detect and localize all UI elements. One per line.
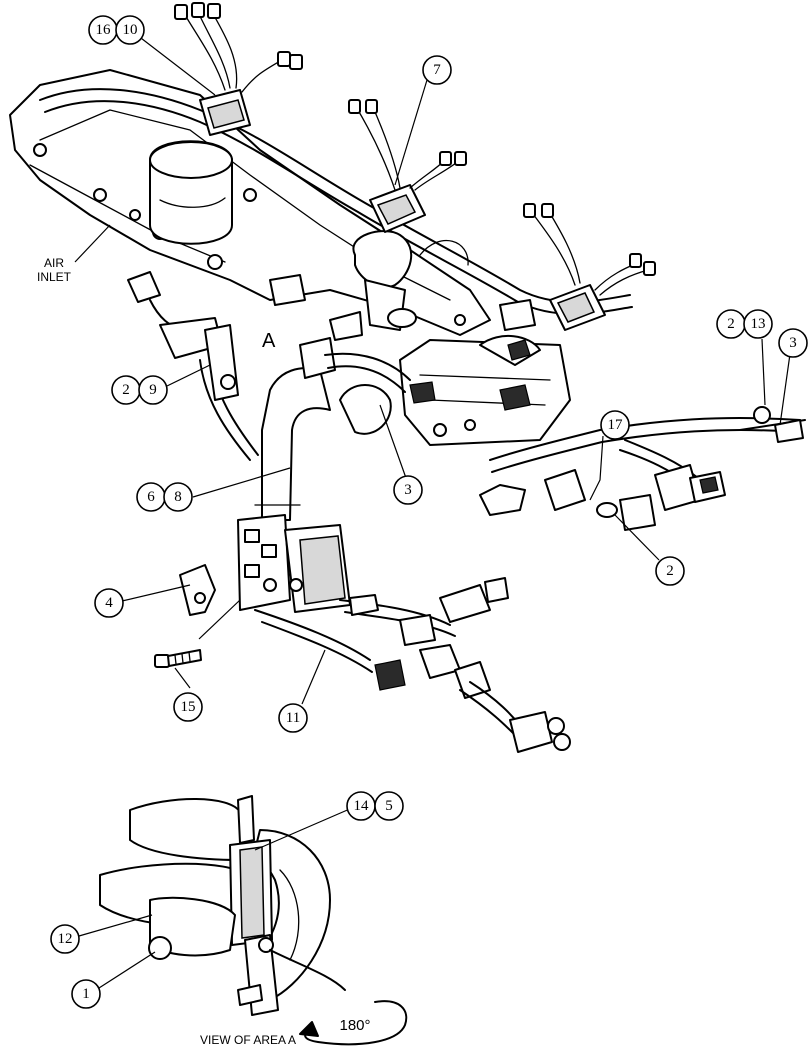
callout-14: 14 (346, 791, 376, 821)
callout-4: 4 (94, 588, 124, 618)
main-harness-trunk (199, 337, 411, 521)
callout-3-center: 3 (393, 475, 423, 505)
lower-harness (254, 577, 571, 753)
svg-text:16: 16 (96, 22, 112, 38)
rotation-label: 180° (339, 1017, 370, 1034)
svg-text:6: 6 (147, 489, 155, 505)
callout-2-right: 2 (716, 309, 746, 339)
svg-text:15: 15 (181, 699, 196, 715)
rotation-arrow-icon (299, 1000, 408, 1046)
callout-2-lower: 2 (655, 556, 685, 586)
area-a-marker: A (262, 330, 276, 352)
connector-cluster-right (499, 203, 656, 331)
svg-text:3: 3 (789, 335, 797, 351)
inlet-elbow (149, 140, 233, 245)
callout-15: 15 (173, 692, 203, 722)
callout-12: 12 (50, 924, 80, 954)
svg-text:3: 3 (404, 482, 412, 498)
air-inlet-label-line1: AIR (44, 256, 64, 270)
svg-text:14: 14 (354, 798, 370, 814)
callout-16: 16 (88, 15, 118, 45)
svg-text:2: 2 (122, 382, 130, 398)
callout-5: 5 (374, 791, 404, 821)
center-connector-housing (399, 334, 571, 446)
callout-11: 11 (278, 703, 308, 733)
air-inlet-label-line2: INLET (37, 270, 72, 284)
callout-2-left: 2 (111, 375, 141, 405)
view-caption: VIEW OF AREA A (200, 1033, 296, 1047)
air-inlet-leader (74, 224, 111, 263)
ecm-module (237, 514, 351, 613)
svg-text:7: 7 (433, 62, 441, 78)
svg-text:10: 10 (123, 22, 138, 38)
svg-text:12: 12 (58, 931, 73, 947)
callout-7: 7 (422, 55, 452, 85)
area-a-detail-view (99, 795, 346, 1016)
right-sub-harness (479, 406, 806, 531)
connector-cluster-upper-center (348, 99, 467, 233)
callout-9: 9 (138, 375, 168, 405)
svg-text:1: 1 (82, 986, 90, 1002)
callout-1: 1 (71, 979, 101, 1009)
callout-13: 13 (743, 309, 773, 339)
callout-17: 17 (600, 410, 630, 440)
svg-text:2: 2 (727, 316, 735, 332)
callout-10: 10 (115, 15, 145, 45)
callout-6: 6 (136, 482, 166, 512)
svg-text:17: 17 (608, 417, 624, 433)
upper-harness-rail (39, 88, 633, 331)
callout-3-right: 3 (778, 328, 808, 358)
leader-lines (78, 34, 791, 989)
svg-text:5: 5 (385, 798, 393, 814)
connector-cluster-upper-left (174, 2, 303, 136)
mounting-bracket (179, 564, 216, 616)
svg-text:4: 4 (105, 595, 113, 611)
svg-text:11: 11 (286, 710, 300, 726)
svg-text:2: 2 (666, 563, 674, 579)
svg-text:9: 9 (149, 382, 157, 398)
svg-text:13: 13 (751, 316, 766, 332)
svg-text:8: 8 (174, 489, 182, 505)
callout-8: 8 (163, 482, 193, 512)
ecm-bolt (154, 649, 202, 668)
sensor-connector-left (127, 271, 239, 401)
